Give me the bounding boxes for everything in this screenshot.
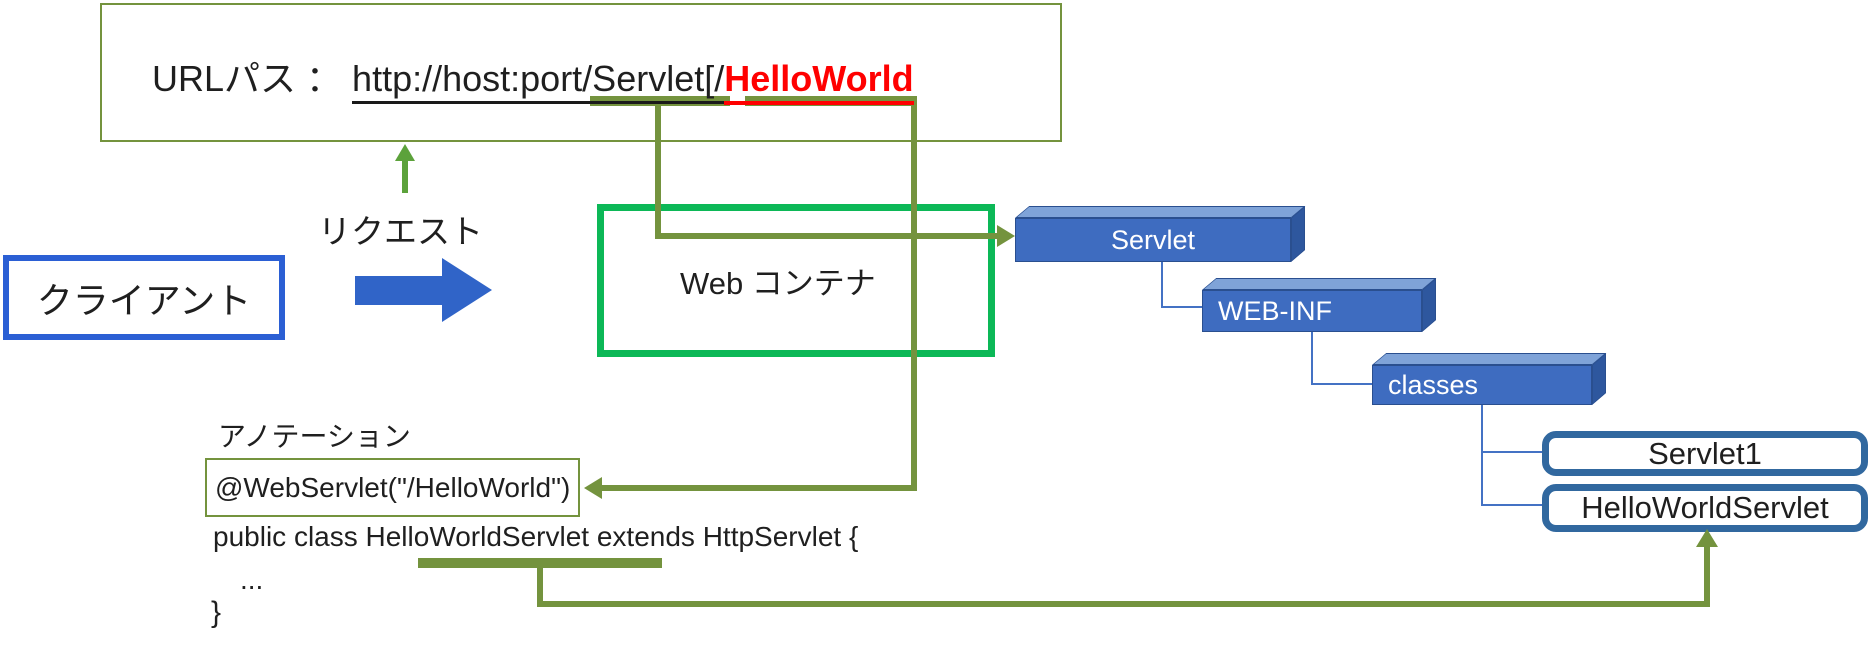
class-mapping-line-riser xyxy=(537,568,543,607)
request-arrowhead-icon xyxy=(395,144,415,161)
url-path-text: URLパス ： http://host:port/Servlet[/HelloW… xyxy=(152,50,914,105)
request-label: リクエスト xyxy=(318,213,483,250)
code-line-closing-brace: } xyxy=(211,596,222,629)
url-path-prefix: http://host:port/Servlet[/ xyxy=(352,58,725,104)
request-arrow-shaft xyxy=(402,160,408,193)
web-inf-folder-cube-top xyxy=(1202,278,1437,290)
servlet-folder-label: Servlet xyxy=(1110,224,1196,255)
annotation-code: @WebServlet("/HelloWorld") xyxy=(215,471,571,503)
servlet-folder-cube-side xyxy=(1291,206,1305,262)
classes-folder-label: classes xyxy=(1388,369,1479,400)
annotation-heading: アノテーション xyxy=(218,421,411,452)
class-mapping-arrowhead-icon xyxy=(1696,529,1718,547)
web-inf-folder-cube xyxy=(1202,290,1422,332)
tree-connector xyxy=(1481,405,1483,506)
client-label: クライアント xyxy=(36,279,252,321)
tree-connector xyxy=(1311,332,1313,385)
web-inf-folder-label: WEB-INF xyxy=(1218,295,1332,326)
class-mapping-line-horizontal xyxy=(537,601,1710,607)
helloworld-underline-bar xyxy=(745,96,917,106)
classes-folder-cube-top xyxy=(1372,353,1607,365)
annotation-arrowhead-icon xyxy=(584,477,602,499)
client-box: クライアント xyxy=(3,255,285,340)
file-box-helloworldservlet: HelloWorldServlet xyxy=(1542,484,1868,532)
url-path-label: URLパス ： xyxy=(152,58,343,99)
servlet-underline-bar xyxy=(590,96,730,106)
servlet-folder-cube xyxy=(1015,218,1291,262)
code-line-body-ellipsis: ... xyxy=(240,564,264,595)
servlet-mapping-line-vertical xyxy=(655,106,661,237)
servlet1-label: Servlet1 xyxy=(1648,435,1762,471)
servlet-folder-cube-top xyxy=(1015,206,1306,218)
url-path-highlight: HelloWorld xyxy=(724,58,914,105)
code-line-class-declaration: public class HelloWorldServlet extends H… xyxy=(213,521,859,552)
annotation-box: @WebServlet("/HelloWorld") xyxy=(205,458,580,517)
url-path-box xyxy=(100,3,1062,142)
tree-connector xyxy=(1161,262,1163,308)
tree-connector xyxy=(1481,504,1542,506)
flow-arrowhead-icon xyxy=(442,258,492,322)
tree-connector xyxy=(1161,306,1202,308)
classes-folder-cube xyxy=(1372,365,1592,405)
class-mapping-line-vertical xyxy=(1704,546,1710,607)
helloworld-mapping-line-horizontal xyxy=(600,485,917,491)
helloworldservlet-label: HelloWorldServlet xyxy=(1581,490,1829,525)
web-container-box xyxy=(597,204,995,357)
flow-arrow-shaft xyxy=(355,276,442,305)
file-box-servlet1: Servlet1 xyxy=(1542,431,1868,476)
web-container-label: Web コンテナ xyxy=(680,266,876,301)
helloworld-mapping-line-vertical xyxy=(911,106,917,489)
tree-connector xyxy=(1311,383,1372,385)
servlet-mapping-arrowhead-icon xyxy=(997,225,1015,247)
classname-underline-bar xyxy=(418,558,662,568)
tree-connector xyxy=(1481,451,1542,453)
servlet-mapping-line-horizontal xyxy=(655,233,998,239)
